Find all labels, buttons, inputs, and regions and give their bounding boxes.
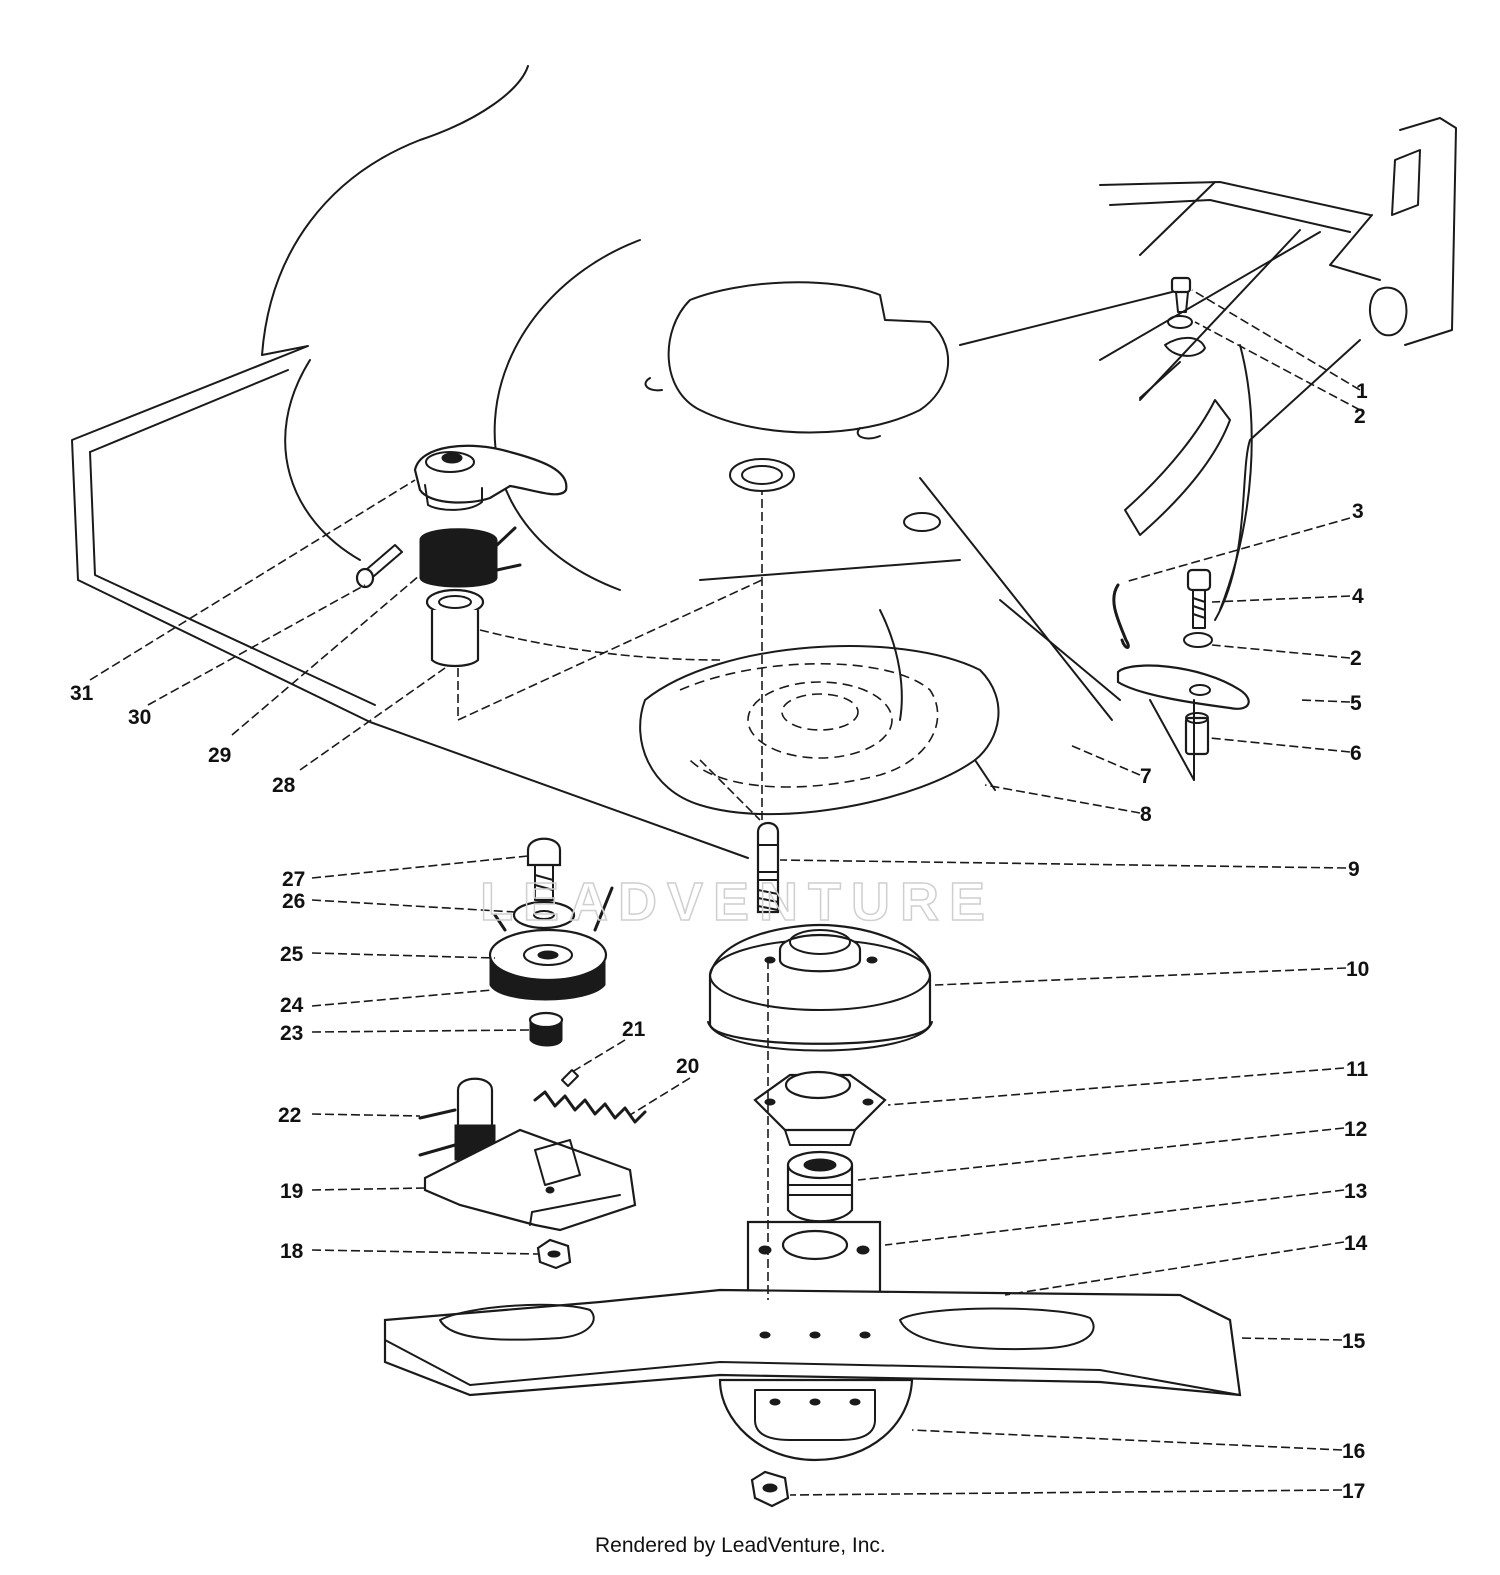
callout-28: 28 (272, 774, 296, 797)
callout-18: 18 (280, 1240, 304, 1263)
callout-2b: 2 (1350, 647, 1362, 670)
callout-16: 16 (1342, 1440, 1365, 1463)
bushing-28 (425, 588, 485, 668)
callout-4: 4 (1352, 585, 1364, 608)
spacer-23 (528, 1011, 564, 1047)
callout-27: 27 (282, 868, 305, 891)
watermark-text: LEADVENTURE (480, 872, 995, 932)
bolt-washer-1-2 (1139, 276, 1206, 399)
callout-1: 1 (1356, 380, 1368, 403)
spring-3 (1112, 583, 1130, 649)
idler-bracket-19 (423, 1128, 637, 1232)
callout-5: 5 (1350, 692, 1362, 715)
adjuster-lever-31 (413, 444, 568, 511)
callout-30: 30 (128, 706, 151, 729)
callout-22: 22 (278, 1104, 301, 1127)
callout-13: 13 (1344, 1180, 1367, 1203)
bearing-12 (786, 1150, 854, 1223)
callout-2a: 2 (1354, 405, 1366, 428)
bearing-housing-11 (753, 1070, 887, 1146)
bearing-housing-13 (746, 1220, 882, 1302)
pulley-10 (707, 923, 933, 1052)
spindle-shaft-9 (756, 821, 780, 914)
callout-14: 14 (1344, 1232, 1368, 1255)
callout-3: 3 (1352, 500, 1364, 523)
hardware-7 (1149, 699, 1195, 781)
mower-deck-housing (71, 65, 1457, 859)
callout-31: 31 (70, 682, 94, 705)
screw-21 (561, 1069, 579, 1087)
callout-labels: 1 2 3 4 2 5 6 7 8 9 10 11 12 13 14 15 16… (70, 380, 1369, 1503)
washer-2b (1183, 632, 1213, 648)
callout-19: 19 (280, 1180, 303, 1203)
callout-21: 21 (622, 1018, 646, 1041)
washer-26 (512, 900, 576, 930)
blade-retainer-16 (718, 1378, 914, 1462)
nut-18 (536, 1238, 572, 1270)
blade-15 (383, 1288, 1242, 1397)
bolt-27 (526, 837, 562, 901)
callout-12: 12 (1344, 1118, 1367, 1141)
callout-10: 10 (1346, 958, 1369, 981)
callout-24: 24 (280, 994, 304, 1017)
pin-30 (355, 544, 403, 589)
spring-coil-29 (419, 526, 522, 588)
spring-20 (533, 1090, 647, 1124)
callout-6: 6 (1350, 742, 1362, 765)
spacer-6 (1184, 712, 1210, 756)
callout-25: 25 (280, 943, 304, 966)
callout-29: 29 (208, 744, 231, 767)
callout-17: 17 (1342, 1480, 1365, 1503)
callout-8: 8 (1140, 803, 1152, 826)
callout-20: 20 (676, 1055, 699, 1078)
callout-15: 15 (1342, 1330, 1366, 1353)
callout-26: 26 (282, 890, 305, 913)
callout-11: 11 (1346, 1058, 1369, 1081)
bracket-5 (1116, 664, 1250, 710)
leader-lines (89, 289, 1361, 1496)
nut-17 (750, 1470, 790, 1508)
bolt-4 (1186, 568, 1212, 629)
footer-credit: Rendered by LeadVenture, Inc. (595, 1534, 886, 1557)
idler-pulley-25-24 (488, 886, 614, 1001)
callout-7: 7 (1140, 765, 1152, 788)
alignment-lines (457, 490, 769, 1300)
callout-9: 9 (1348, 858, 1360, 881)
callout-23: 23 (280, 1022, 303, 1045)
